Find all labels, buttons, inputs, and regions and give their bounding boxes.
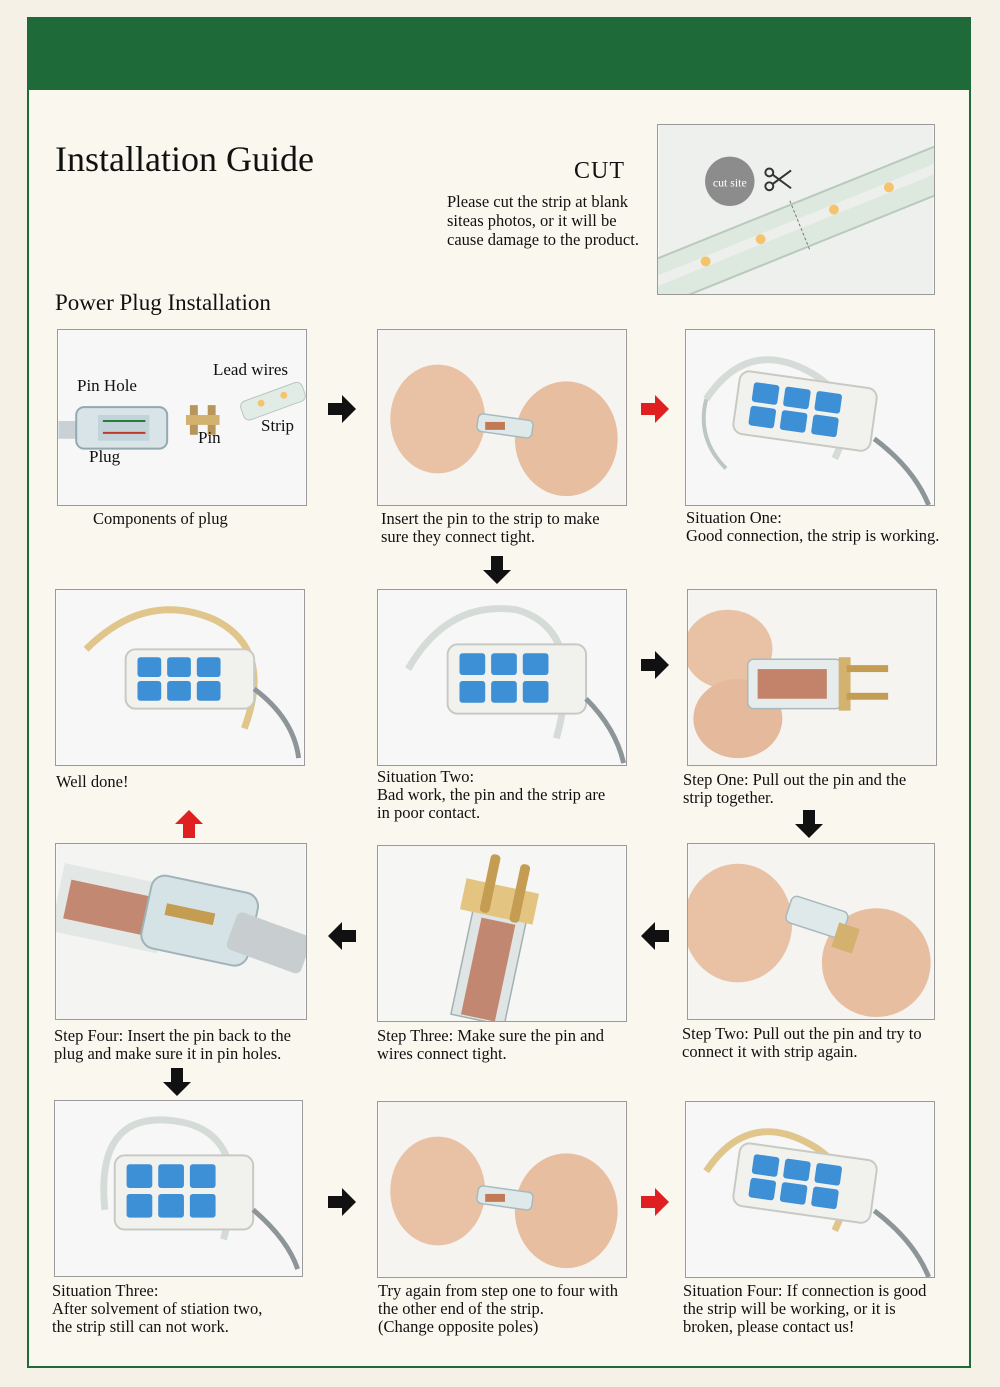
photo-step-four xyxy=(55,843,307,1020)
label-strip: Strip xyxy=(261,416,295,435)
photo-situation-one xyxy=(685,329,935,506)
caption-situation-three: Situation Three: After solvement of stia… xyxy=(52,1281,263,1336)
photo-step-two xyxy=(687,843,935,1020)
arrow-right-icon xyxy=(641,395,669,423)
photo-step-three xyxy=(377,845,627,1022)
label-plug: Plug xyxy=(89,447,121,466)
arrow-down-icon xyxy=(795,810,823,838)
label-pin-hole: Pin Hole xyxy=(77,376,137,395)
photo-situation-four xyxy=(685,1101,935,1278)
caption-components: Components of plug xyxy=(93,509,228,528)
caption-step-four: Step Four: Insert the pin back to the pl… xyxy=(54,1026,291,1063)
caption-step-one: Step One: Pull out the pin and the strip… xyxy=(683,770,907,807)
section-title: Power Plug Installation xyxy=(55,290,271,315)
caption-situation-one: Situation One: Good connection, the stri… xyxy=(686,508,940,545)
header-banner xyxy=(27,17,971,90)
page-title: Installation Guide xyxy=(55,139,314,179)
led-strip-illustration: cut site xyxy=(658,125,934,294)
caption-try-again: Try again from step one to four with the… xyxy=(378,1281,618,1336)
arrow-right-icon xyxy=(641,651,669,679)
scissors-icon xyxy=(764,167,792,192)
cut-photo: cut site xyxy=(657,124,935,295)
arrow-up-icon xyxy=(175,810,203,838)
caption-step-two: Step Two: Pull out the pin and try to co… xyxy=(682,1024,922,1061)
arrow-left-icon xyxy=(641,922,669,950)
caption-insert: Insert the pin to the strip to make sure… xyxy=(381,509,600,546)
arrow-right-icon xyxy=(328,395,356,423)
photo-insert xyxy=(377,329,627,506)
photo-situation-two xyxy=(377,589,627,766)
label-pin: Pin xyxy=(198,428,221,447)
label-lead-wires: Lead wires xyxy=(213,360,289,379)
photo-try-again xyxy=(377,1101,627,1278)
arrow-left-icon xyxy=(328,922,356,950)
cut-site-badge xyxy=(705,156,755,207)
arrow-down-icon xyxy=(163,1068,191,1096)
photo-situation-three xyxy=(54,1100,303,1277)
caption-step-three: Step Three: Make sure the pin and wires … xyxy=(377,1026,604,1063)
cut-title: CUT xyxy=(574,158,625,184)
arrow-down-icon xyxy=(483,556,511,584)
caption-well-done: Well done! xyxy=(56,772,129,791)
caption-situation-two: Situation Two: Bad work, the pin and the… xyxy=(377,767,606,822)
photo-step-one xyxy=(687,589,937,766)
cut-instructions: Please cut the strip at blank siteas pho… xyxy=(447,192,639,249)
photo-components xyxy=(57,329,307,506)
svg-text:cut site: cut site xyxy=(713,175,747,189)
arrow-right-icon xyxy=(641,1188,669,1216)
arrow-right-icon xyxy=(328,1188,356,1216)
photo-well-done xyxy=(55,589,305,766)
caption-situation-four: Situation Four: If connection is good th… xyxy=(683,1281,927,1336)
